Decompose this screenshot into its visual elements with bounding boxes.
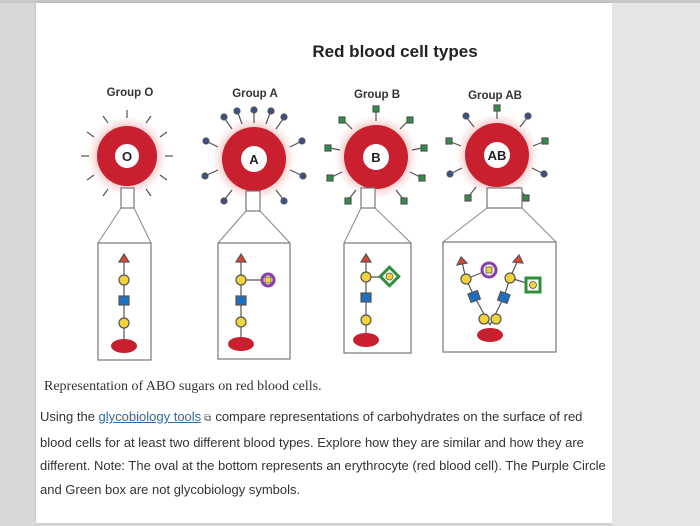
antigen-label-a: A	[249, 152, 259, 167]
zoom-box-a	[217, 242, 291, 360]
cell-group-b: B	[324, 105, 428, 209]
glycan-b	[353, 252, 401, 347]
figure-caption: Representation of ABO sugars on red bloo…	[44, 379, 322, 394]
zoom-box-b	[343, 242, 412, 354]
instructions-paragraph: Using the glycobiology tools⧉compare rep…	[40, 405, 608, 501]
cell-group-o: O	[81, 110, 173, 209]
antigen-label-b: B	[371, 150, 380, 165]
cell-group-a: A	[201, 106, 307, 212]
instructions-body: compare representations of carbohydrates…	[40, 409, 606, 497]
antigen-label-o: O	[122, 149, 132, 164]
glycan-o	[111, 252, 137, 353]
zoom-connectors	[97, 207, 557, 244]
cell-group-ab: AB	[445, 104, 549, 209]
figure-title: Red blood cell types	[312, 42, 477, 61]
external-link-icon[interactable]: ⧉	[204, 413, 212, 424]
glycan-ab	[455, 253, 542, 342]
group-label-o: Group O	[107, 87, 154, 99]
group-label-b: Group B	[354, 89, 400, 101]
abo-figure: Red blood cell types Group O Group A Gro…	[81, 42, 557, 361]
glycan-a	[228, 252, 276, 351]
glycobiology-tools-link[interactable]: glycobiology tools	[98, 409, 202, 424]
instructions-lead: Using the	[40, 409, 99, 424]
window-top-strip	[0, 0, 700, 3]
group-label-a: Group A	[232, 88, 278, 100]
right-margin-panel	[612, 3, 700, 526]
antigen-label-ab: AB	[488, 148, 507, 163]
group-label-ab: Group AB	[468, 90, 522, 102]
